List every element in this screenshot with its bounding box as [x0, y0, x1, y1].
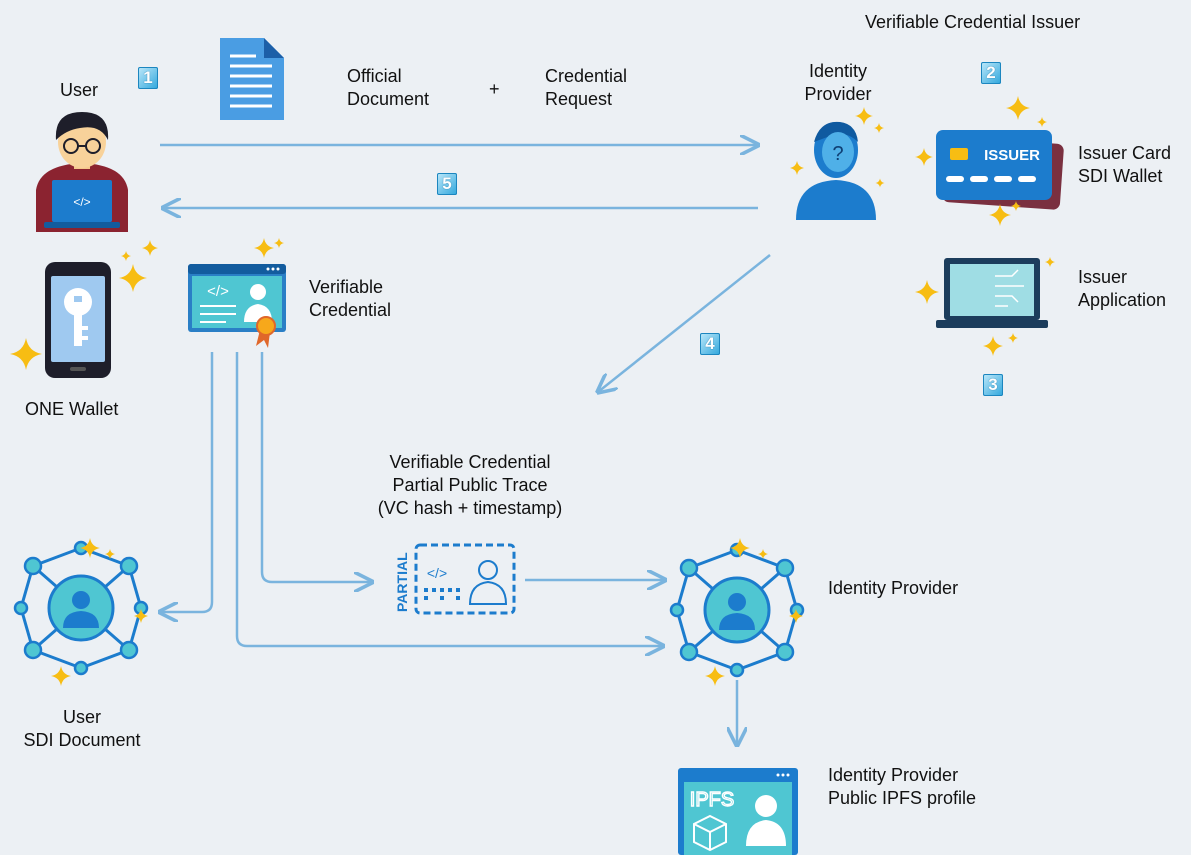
arrow-to-identity-provider-node	[598, 254, 771, 392]
sparkle-icon	[983, 336, 1003, 356]
sparkle-icon	[274, 238, 284, 248]
ipfs-profile-icon: IPFS	[678, 768, 798, 855]
issuer-card-label: Issuer Card SDI Wallet	[1078, 143, 1172, 186]
sparkle-icon	[121, 251, 131, 261]
step-badge-3: 3	[983, 374, 1003, 396]
sparkle-icon	[1045, 257, 1055, 267]
sparkle-icon	[142, 240, 158, 256]
arrow-to-identity-node	[235, 352, 663, 646]
arrow-to-user-sdi	[160, 352, 214, 612]
step-badge-5: 5	[437, 173, 457, 195]
identity-provider-network-icon	[669, 542, 805, 678]
laptop-icon	[936, 258, 1048, 328]
sparkle-icon	[10, 338, 42, 370]
sparkle-icon	[705, 666, 725, 686]
arrow-to-partial	[260, 352, 372, 582]
identity-provider-icon: ?	[796, 121, 876, 220]
partial-trace-icon: </> PARTIAL	[394, 543, 516, 615]
sparkle-icon	[875, 178, 885, 188]
sparkle-icon	[51, 666, 71, 686]
ipfs-text: IPFS	[690, 789, 734, 811]
user-developer-icon: </>	[36, 112, 128, 232]
user-label: User	[60, 80, 99, 100]
step-badge-2: 2	[981, 62, 1001, 84]
user-sdi-document-label: User SDI Document	[23, 707, 141, 750]
ipfs-profile-label: Identity Provider Public IPFS profile	[828, 765, 977, 808]
partial-text: PARTIAL	[394, 552, 410, 612]
sparkle-icon	[254, 238, 274, 258]
credential-request-label: Credential Request	[545, 66, 628, 109]
sparkle-icon	[119, 264, 147, 292]
identity-provider-top-label: Identity Provider	[804, 61, 872, 104]
sparkle-icon	[855, 107, 873, 125]
document-icon	[220, 38, 284, 120]
sparkle-icon	[790, 161, 804, 175]
issuer-card-text: ISSUER	[984, 147, 1040, 164]
credential-code-glyph: </>	[207, 283, 229, 300]
official-document-label: Official Document	[347, 66, 430, 109]
sparkle-icon	[1037, 117, 1047, 127]
vc-issuer-label: Verifiable Credential Issuer	[865, 12, 1081, 32]
issuer-card-icon: ISSUER	[936, 130, 1064, 210]
phone-key-icon	[45, 262, 111, 378]
sparkle-icon	[1006, 96, 1030, 120]
step-badge-4: 4	[700, 333, 720, 355]
arrows	[160, 145, 771, 745]
one-wallet-label: ONE Wallet	[25, 399, 119, 419]
user-sdi-network-icon	[13, 540, 149, 676]
user-code-glyph: </>	[73, 195, 90, 209]
step-badge-1: 1	[138, 67, 158, 89]
partial-trace-label: Verifiable Credential Partial Public Tra…	[377, 452, 563, 518]
partial-code-glyph: </>	[427, 565, 447, 581]
question-glyph: ?	[832, 143, 843, 165]
issuer-application-label: Issuer Application	[1078, 267, 1167, 310]
verifiable-credential-label: Verifiable Credential	[309, 277, 392, 320]
verifiable-credential-icon: </>	[188, 264, 286, 348]
sparkle-icon	[915, 148, 933, 166]
sparkle-icon	[989, 204, 1011, 226]
sparkle-icon	[874, 123, 884, 133]
identity-provider-right-label: Identity Provider	[828, 578, 959, 598]
sparkle-icon	[1008, 333, 1018, 343]
sparkle-icon	[915, 280, 939, 304]
plus-label: +	[489, 79, 500, 99]
